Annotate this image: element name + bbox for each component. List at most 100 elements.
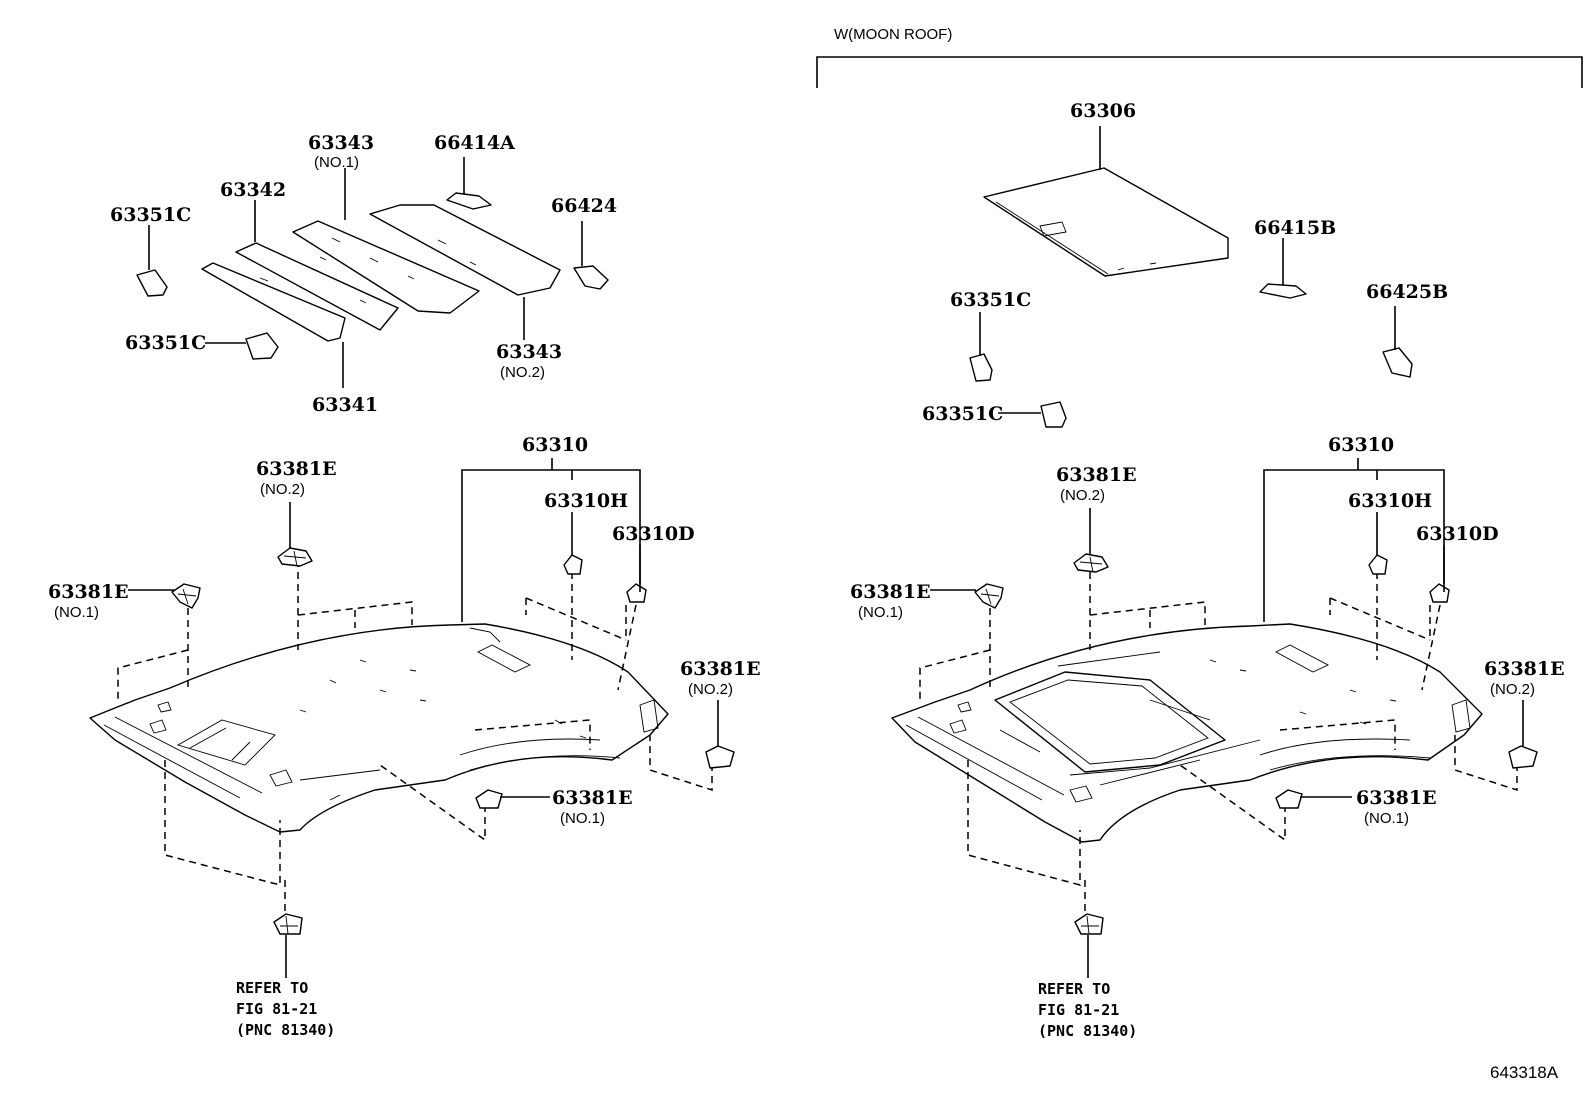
part-66424-pad	[573, 265, 609, 290]
refer-line-1: REFER TO	[236, 979, 308, 997]
label-63343-no2: 63343	[496, 341, 562, 363]
label-r-63381e-top: 63381E	[1056, 464, 1137, 486]
label-63351c-a: 63351C	[110, 204, 191, 226]
left-fastener-lines	[117, 560, 713, 915]
label-63381e-bottom-sub: (NO.1)	[560, 810, 605, 827]
bracket-63310-stem	[551, 458, 573, 480]
label-66414a: 66414A	[434, 132, 515, 154]
left-insulator-group	[136, 157, 609, 388]
label-66415b: 66415B	[1254, 217, 1336, 239]
refer-r-line-1: REFER TO	[1038, 980, 1110, 998]
label-r-63310h: 63310H	[1348, 490, 1432, 512]
label-63310d: 63310D	[612, 523, 695, 545]
refer-line-3: (PNC 81340)	[236, 1021, 335, 1039]
part-66425b-pad	[1382, 347, 1413, 378]
label-63310h: 63310H	[544, 490, 628, 512]
right-lamp-opening	[1275, 644, 1330, 673]
right-rear-edge	[1259, 699, 1471, 771]
clip-r-63381e-no2-right	[1508, 745, 1538, 769]
label-63381e-top-sub: (NO.2)	[260, 481, 305, 498]
label-63343-no2-sub: (NO.2)	[500, 364, 545, 381]
clip-refer-detail	[280, 915, 298, 935]
right-insulator-group	[969, 126, 1413, 428]
moon-roof-label: W(MOON ROOF)	[834, 26, 952, 43]
clip-63381e-no1-left-detail	[177, 588, 197, 605]
clip-r-refer-detail	[1081, 915, 1099, 935]
part-63341-pad	[201, 262, 346, 342]
refer-line-2: FIG 81-21	[236, 1000, 317, 1018]
label-66424: 66424	[551, 195, 617, 217]
right-headliner	[891, 623, 1483, 843]
bracket-r-63310-stem	[1357, 458, 1378, 480]
left-rear-edge	[459, 699, 659, 771]
dash-63310-box	[525, 597, 627, 641]
label-r-63381e-right: 63381E	[1484, 658, 1565, 680]
label-63342: 63342	[220, 179, 286, 201]
clip-63381e-no1-bottom	[475, 789, 503, 809]
part-63342-pad	[235, 242, 399, 331]
refer-r-line-2: FIG 81-21	[1038, 1001, 1119, 1019]
label-63381e-left-sub: (NO.1)	[54, 604, 99, 621]
part-63306-panel	[983, 167, 1229, 277]
part-66414a-pad	[446, 192, 492, 210]
dash-r-clip-right	[1454, 735, 1518, 792]
clip-63381e-no1-left	[171, 583, 201, 609]
left-headliner	[89, 623, 669, 833]
moon-roof-bracket	[816, 56, 1583, 88]
bracket-63310	[461, 469, 641, 622]
part-63351c-pad-c	[969, 353, 993, 382]
dash-clip-no1-box	[117, 649, 189, 700]
left-clips	[171, 547, 735, 935]
part-63351c-pad-d	[1040, 401, 1067, 428]
dash-refer-clip	[164, 760, 281, 886]
left-console-opening	[176, 719, 276, 766]
part-63343-no1-pad	[292, 220, 480, 314]
left-surface-marks	[299, 659, 587, 739]
dash-r-clip-bottom	[1179, 719, 1396, 842]
left-headliner-body	[89, 623, 669, 833]
label-r-63310: 63310	[1328, 434, 1394, 456]
part-63306-detail	[995, 201, 1157, 275]
label-63351c-c: 63351C	[950, 289, 1031, 311]
clip-r-63381e-no1-left-detail	[980, 588, 1000, 605]
dash-r-clip-top-box	[1089, 601, 1206, 628]
bracket-r-63310	[1263, 469, 1445, 622]
label-r-63381e-left-sub: (NO.1)	[858, 604, 903, 621]
clip-63381e-no2-top-detail	[283, 550, 307, 567]
clip-63310h	[563, 554, 583, 575]
label-63351c-b: 63351C	[125, 332, 206, 354]
label-r-63381e-right-sub: (NO.2)	[1490, 681, 1535, 698]
clip-r-63381e-no1-bottom	[1275, 789, 1303, 809]
part-66415b-pad	[1259, 283, 1307, 299]
part-63351c-pad-b	[245, 332, 279, 360]
dash-clip-right	[649, 735, 713, 792]
label-r-63381e-bottom-sub: (NO.1)	[1364, 810, 1409, 827]
clip-r-63381e-no1-left	[974, 583, 1004, 609]
clip-r-63310d	[1429, 583, 1450, 603]
label-r-63381e-top-sub: (NO.2)	[1060, 487, 1105, 504]
label-63343-no1: 63343	[308, 132, 374, 154]
dash-r-63310-box	[1329, 597, 1431, 641]
right-clip-holes	[949, 701, 1093, 803]
label-r-63381e-left: 63381E	[850, 581, 931, 603]
clip-r-63381e-no2-top-detail	[1079, 556, 1103, 573]
label-63381e-left: 63381E	[48, 581, 129, 603]
dash-clip-top-box	[297, 601, 413, 628]
right-surface-marks	[1209, 659, 1397, 725]
right-headliner-edge	[905, 716, 1065, 801]
label-63306: 63306	[1070, 100, 1136, 122]
dash-63310d	[617, 604, 637, 691]
label-63351c-d: 63351C	[922, 403, 1003, 425]
label-r-63310d: 63310D	[1416, 523, 1499, 545]
label-r-63381e-bottom: 63381E	[1356, 787, 1437, 809]
right-fastener-lines	[919, 560, 1518, 915]
dash-clip-bottom	[379, 719, 591, 842]
label-63381e-right: 63381E	[680, 658, 761, 680]
pad-markings	[259, 237, 477, 304]
dash-r-63310d	[1421, 604, 1441, 691]
right-leaders	[930, 458, 1524, 978]
refer-r-line-3: (PNC 81340)	[1038, 1022, 1137, 1040]
left-clip-holes	[149, 701, 293, 787]
clip-63381e-no2-right	[705, 745, 735, 769]
